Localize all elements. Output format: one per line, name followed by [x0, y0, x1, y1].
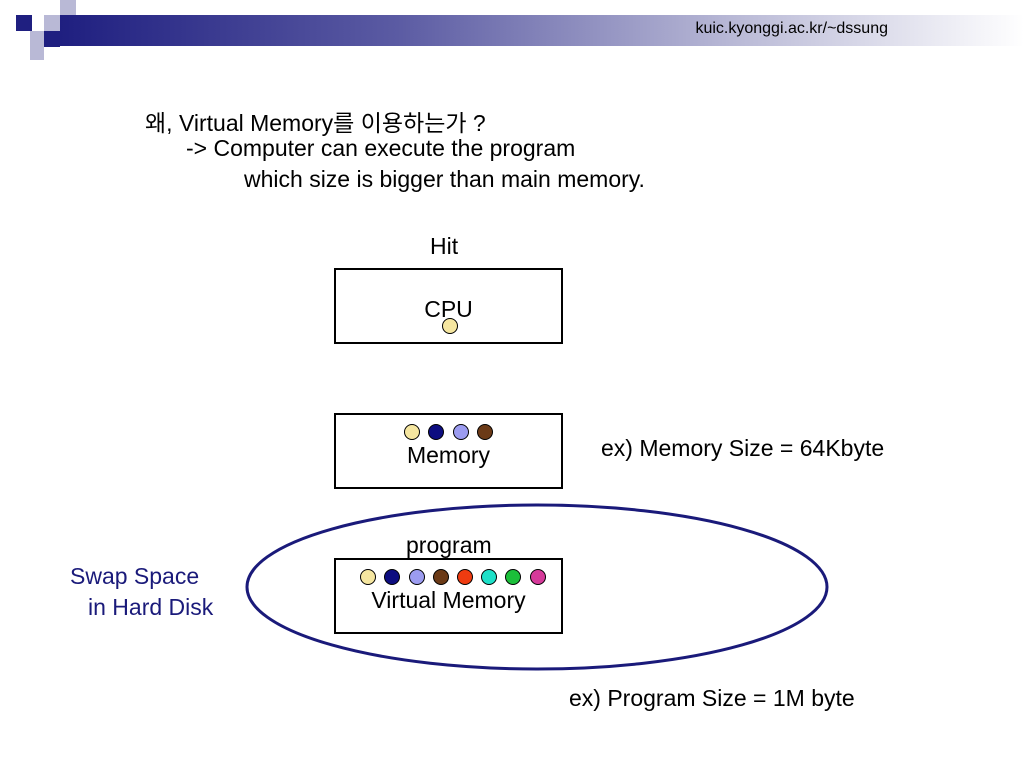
header-url: kuic.kyonggi.ac.kr/~dssung — [695, 20, 888, 37]
hard-disk-label: in Hard Disk — [88, 594, 214, 620]
vm-data-dot — [360, 569, 376, 585]
question-line: 왜, Virtual Memory를 이용하는가 ? — [145, 110, 486, 136]
vm-data-dot — [530, 569, 546, 585]
virtual-memory-label: Virtual Memory — [371, 587, 526, 613]
program-size-note: ex) Program Size = 1M byte — [569, 685, 855, 711]
answer-line: -> Computer can execute the program — [186, 135, 576, 161]
cpu-box: CPU — [334, 268, 563, 344]
vm-data-dot — [457, 569, 473, 585]
vm-data-dot — [384, 569, 400, 585]
memory-size-note: ex) Memory Size = 64Kbyte — [601, 435, 885, 461]
memory-data-dot — [428, 424, 444, 440]
answer-continuation-line: which size is bigger than main memory. — [244, 166, 645, 192]
swap-space-label: Swap Space — [70, 563, 200, 589]
vm-data-dot — [505, 569, 521, 585]
header-square — [30, 31, 46, 47]
cpu-data-dot — [442, 318, 458, 334]
header-square — [44, 31, 60, 47]
vm-data-dot — [481, 569, 497, 585]
header-square — [44, 15, 60, 31]
memory-data-dot — [477, 424, 493, 440]
vm-data-dot — [433, 569, 449, 585]
cpu-label: CPU — [424, 296, 473, 322]
header-square — [30, 46, 44, 60]
header-bar — [60, 15, 1024, 46]
virtual-memory-box: Virtual Memory — [334, 558, 563, 634]
memory-data-dot — [404, 424, 420, 440]
vm-data-dot — [409, 569, 425, 585]
memory-label: Memory — [406, 442, 491, 468]
hit-label: Hit — [430, 233, 459, 259]
header-square — [16, 15, 32, 31]
memory-box: Memory — [334, 413, 563, 489]
memory-data-dot — [453, 424, 469, 440]
header-square — [60, 0, 76, 15]
program-label: program — [406, 532, 492, 558]
